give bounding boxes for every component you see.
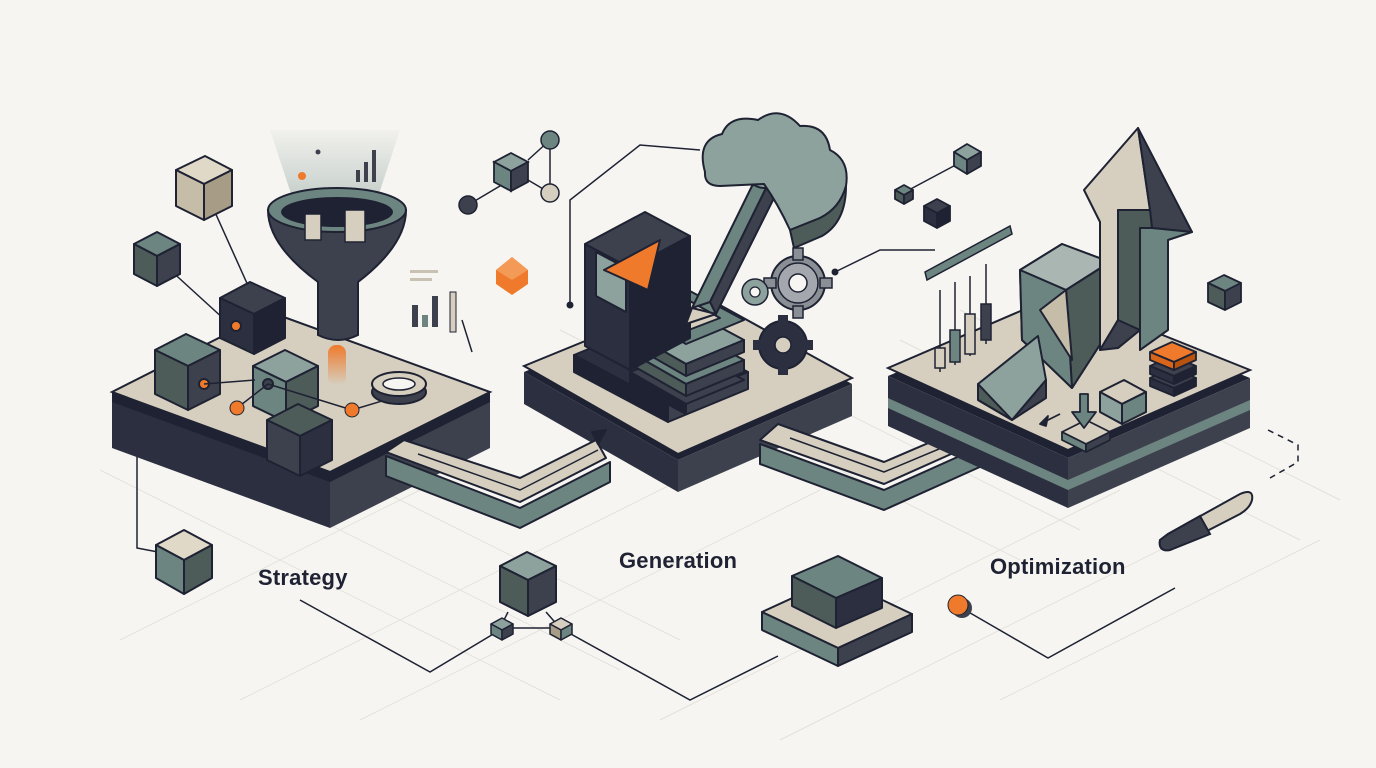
- pencil-icon: [685, 175, 779, 325]
- connector-line: [167, 267, 226, 321]
- slider-bar-icon: [924, 224, 1013, 282]
- cube-icon: [155, 529, 213, 595]
- stacked-blocks-icon: [1149, 341, 1197, 397]
- stage-label-optimization: Optimization: [990, 554, 1126, 579]
- capsule-icon: [1158, 491, 1254, 552]
- gear-icon: [763, 247, 833, 319]
- gear-icon: [753, 315, 813, 375]
- flow-pipe: [385, 429, 611, 529]
- layer-stack-icon: [573, 289, 749, 423]
- cube-icon: [1207, 274, 1242, 311]
- connector-line: [136, 452, 159, 553]
- connector-line: [299, 599, 501, 673]
- accent-cube-icon: [496, 257, 528, 295]
- cube-icon: [154, 333, 221, 411]
- cloud-icon: [701, 112, 848, 250]
- node-dots: [229, 400, 360, 418]
- bar-chart-icon: [356, 150, 376, 182]
- ring-icon: [371, 371, 427, 405]
- down-arrow-icon: [1039, 393, 1111, 453]
- cube-icon: [175, 155, 233, 221]
- gear-icon: [741, 278, 769, 306]
- funnel-icon: [266, 130, 408, 385]
- cube-icon: [953, 143, 982, 175]
- connector-line: [964, 587, 1176, 659]
- cube-icon: [894, 184, 914, 205]
- prism-icon: [977, 335, 1047, 421]
- connector-line: [559, 627, 779, 701]
- stage-label-generation: Generation: [619, 548, 738, 573]
- cube-icon: [923, 198, 951, 229]
- node-cluster-icon: [458, 130, 560, 215]
- up-arrow-icon: [1083, 127, 1193, 351]
- node-dot-icon: [947, 594, 972, 618]
- cube-icon: [266, 403, 333, 477]
- bar-chart-icon: [410, 270, 473, 353]
- cube-icon: [133, 231, 181, 287]
- connector-line: [569, 144, 701, 305]
- pedestal-block-icon: [761, 555, 913, 667]
- connector-line: [1267, 429, 1299, 479]
- cube-icon: [1099, 379, 1147, 425]
- node-cluster-icon: [490, 551, 573, 641]
- connector-dot: [566, 301, 574, 309]
- stage-label-strategy: Strategy: [258, 565, 348, 590]
- cube-icon: [219, 281, 286, 355]
- document-block-icon: [584, 211, 691, 371]
- candlestick-chart-icon: [934, 264, 992, 372]
- connector-dot: [831, 268, 839, 276]
- connector-line: [834, 249, 935, 273]
